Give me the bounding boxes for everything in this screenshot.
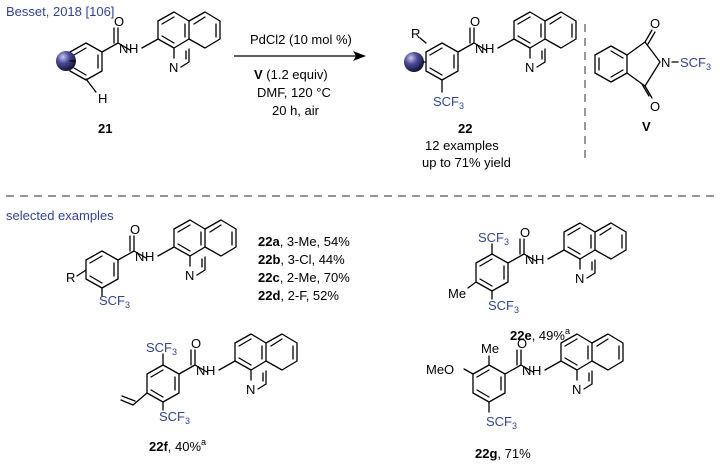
svg-text:SCF3: SCF3 [488, 298, 519, 315]
svg-text:H: H [129, 41, 138, 56]
substrate-21: O N H N H 21 [56, 11, 221, 136]
svg-text:22a, 3-Me, 54%: 22a, 3-Me, 54% [258, 234, 350, 249]
svg-text:SCF3: SCF3 [433, 94, 464, 111]
example-22f-label: 22f, 40%a [149, 437, 206, 454]
example-22e-label: 22e, 49%a [510, 326, 570, 343]
svg-text:22c, 2-Me, 70%: 22c, 2-Me, 70% [258, 270, 350, 285]
example-22g: O N H N Me MeO SCF3 22g, 71% [426, 333, 624, 461]
svg-text:H: H [206, 363, 215, 378]
svg-text:N: N [572, 382, 581, 397]
citation-header: Besset, 2018 [106] [6, 4, 114, 19]
conditions-line-2: 20 h, air [272, 103, 320, 118]
example-22f: O N H N SCF3 SCF3 22f, 40%a [120, 333, 298, 454]
svg-text:SCF3: SCF3 [99, 293, 130, 310]
svg-text:O: O [650, 16, 660, 31]
svg-text:SCF3: SCF3 [486, 414, 517, 431]
svg-text:22d, 2-F, 52%: 22d, 2-F, 52% [258, 288, 339, 303]
substrate-label: 21 [98, 121, 112, 136]
svg-text:N: N [169, 60, 178, 75]
svg-text:N: N [525, 60, 534, 75]
svg-text:N: N [525, 252, 534, 267]
yield-range: up to 71% yield [422, 155, 511, 170]
svg-text:H: H [485, 41, 494, 56]
section-header: selected examples [6, 208, 114, 223]
svg-text:O: O [114, 14, 124, 29]
svg-text:MeO: MeO [426, 362, 454, 377]
svg-text:N: N [475, 41, 484, 56]
example-22g-label: 22g, 71% [475, 446, 531, 461]
svg-text:O: O [650, 99, 660, 114]
svg-text:N: N [135, 249, 144, 264]
svg-text:O: O [520, 225, 530, 240]
svg-text:H: H [98, 91, 107, 106]
svg-text:SCF3: SCF3 [159, 409, 190, 426]
svg-text:N: N [246, 382, 255, 397]
reagent-V: O O N SCF3 V [594, 16, 711, 134]
svg-text:N: N [522, 363, 531, 378]
svg-text:O: O [470, 14, 480, 29]
svg-text:H: H [532, 363, 541, 378]
example-22a-d: O N H N R SCF3 [66, 219, 237, 310]
product-22: O N H N R SCF3 22 12 examples up to 71% … [404, 11, 577, 170]
svg-text:SCF3: SCF3 [680, 55, 711, 72]
svg-text:O: O [130, 222, 140, 237]
svg-text:SCF3: SCF3 [478, 230, 509, 247]
example-list: 22a, 3-Me, 54% 22b, 3-Cl, 44% 22c, 2-Me,… [258, 234, 350, 303]
svg-text:R: R [66, 270, 75, 285]
svg-text:Me: Me [448, 286, 466, 301]
svg-text:N: N [661, 55, 670, 70]
svg-text:SCF3: SCF3 [146, 340, 177, 357]
svg-text:Me: Me [481, 341, 499, 356]
svg-text:N: N [196, 363, 205, 378]
svg-text:N: N [575, 271, 584, 286]
examples-count: 12 examples [425, 138, 499, 153]
svg-text:N: N [119, 41, 128, 56]
conditions-line-1: DMF, 120 °C [257, 85, 331, 100]
svg-text:N: N [185, 268, 194, 283]
core-sphere [56, 51, 76, 71]
svg-text:R: R [411, 26, 420, 41]
example-22e: O N H N SCF3 Me SCF3 22e, 49%a [448, 222, 627, 343]
catalyst-text: PdCl2 (10 mol %) [250, 32, 352, 47]
reagent-label: V [642, 119, 651, 134]
reagent-text: V (1.2 equiv) [254, 67, 328, 82]
core-sphere [404, 52, 424, 72]
svg-text:H: H [535, 252, 544, 267]
svg-text:H: H [145, 249, 154, 264]
reaction-arrow-block: PdCl2 (10 mol %) V (1.2 equiv) DMF, 120 … [234, 32, 366, 118]
svg-text:O: O [191, 336, 201, 351]
product-label: 22 [458, 121, 472, 136]
svg-text:22b, 3-Cl, 44%: 22b, 3-Cl, 44% [258, 252, 345, 267]
svg-text:O: O [517, 336, 527, 351]
